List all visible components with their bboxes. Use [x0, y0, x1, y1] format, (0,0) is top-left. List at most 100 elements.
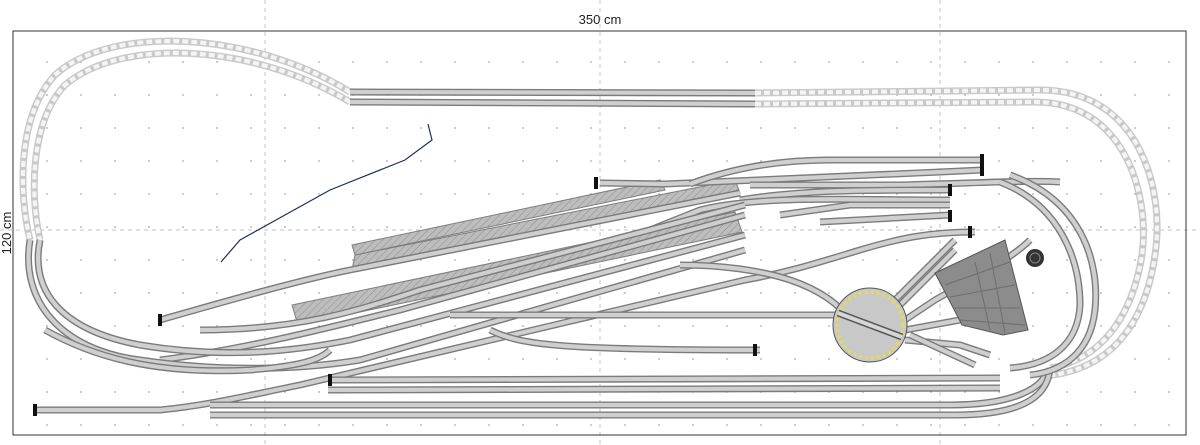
grid-dot	[1100, 325, 1102, 327]
grid-dot	[284, 127, 286, 129]
grid-dot	[182, 292, 184, 294]
turntable-icon[interactable]	[832, 287, 908, 363]
grid-dot	[998, 193, 1000, 195]
grid-dot	[590, 358, 592, 360]
grid-dot	[624, 424, 626, 426]
grid-dot	[1168, 127, 1170, 129]
track-rail	[599, 167, 983, 187]
grid-dot	[1168, 292, 1170, 294]
grid-dot	[488, 292, 490, 294]
grid-dot	[1134, 259, 1136, 261]
grid-dot	[760, 358, 762, 360]
grid-dot	[692, 259, 694, 261]
grid-dot	[624, 259, 626, 261]
buffer-stop-icon	[948, 184, 952, 196]
grid-dot	[250, 424, 252, 426]
grid-dot	[1032, 226, 1034, 228]
grid-dot	[114, 325, 116, 327]
grid-dot	[46, 391, 48, 393]
grid-dot	[624, 292, 626, 294]
grid-dot	[1032, 193, 1034, 195]
grid-dot	[1032, 94, 1034, 96]
baseboard-outline	[12, 30, 1187, 436]
grid-dot	[556, 193, 558, 195]
grid-dot	[148, 127, 150, 129]
grid-dot	[46, 325, 48, 327]
grid-dot	[488, 160, 490, 162]
grid-dot	[488, 358, 490, 360]
grid-dot	[318, 61, 320, 63]
grid-dot	[216, 127, 218, 129]
grid-dot	[624, 61, 626, 63]
grid-dot	[182, 61, 184, 63]
grid-dot	[658, 358, 660, 360]
grid-dot	[590, 424, 592, 426]
grid-dot	[352, 61, 354, 63]
grid-dot	[760, 259, 762, 261]
grid-dot	[760, 325, 762, 327]
buffer-stop-icon	[980, 164, 984, 176]
grid-dot	[216, 226, 218, 228]
grid-dot	[1134, 424, 1136, 426]
grid-dot	[114, 292, 116, 294]
track-rail	[36, 232, 746, 355]
grid-dot	[590, 127, 592, 129]
grid-dot	[828, 127, 830, 129]
grid-dot	[386, 61, 388, 63]
grid-dot	[828, 292, 830, 294]
grid-dot	[1168, 259, 1170, 261]
grid-dot	[828, 61, 830, 63]
grid-dot	[726, 358, 728, 360]
grid-dot	[114, 94, 116, 96]
buffer-stop-icon	[948, 210, 952, 222]
grid-dot	[692, 325, 694, 327]
grid-dot	[794, 259, 796, 261]
buffer-stop-icon	[328, 374, 332, 386]
grid-dot	[556, 127, 558, 129]
grid-dot	[182, 193, 184, 195]
grid-dot	[250, 94, 252, 96]
track-rail	[327, 385, 1001, 393]
grid-dot	[1066, 424, 1068, 426]
hidden-track-right-loop	[754, 86, 1161, 380]
grid-dot	[182, 160, 184, 162]
grid-dot	[114, 259, 116, 261]
grid-dot	[1134, 160, 1136, 162]
grid-dot	[896, 259, 898, 261]
grid-dot	[760, 127, 762, 129]
grid-dot	[998, 424, 1000, 426]
grid-dot	[1134, 358, 1136, 360]
grid-dot	[828, 226, 830, 228]
track-rail	[689, 157, 982, 186]
grid-dot	[522, 193, 524, 195]
grid-dot	[250, 160, 252, 162]
grid-dot	[216, 259, 218, 261]
grid-dot	[760, 61, 762, 63]
grid-dot	[284, 259, 286, 261]
grid-dot	[1066, 226, 1068, 228]
grid-dot	[318, 424, 320, 426]
grid-dot	[930, 292, 932, 294]
grid-dot	[930, 424, 932, 426]
grid-dot	[726, 61, 728, 63]
grid-dot	[692, 424, 694, 426]
grid-dot	[148, 193, 150, 195]
grid-dot	[318, 94, 320, 96]
grid-dot	[964, 127, 966, 129]
grid-dot	[692, 61, 694, 63]
grid-dot	[556, 292, 558, 294]
grid-dot	[148, 292, 150, 294]
grid-dot	[420, 193, 422, 195]
grid-dot	[250, 358, 252, 360]
grid-dot	[1100, 160, 1102, 162]
platform-upper-band	[351, 179, 666, 256]
grid-dot	[794, 424, 796, 426]
grid-dot	[1168, 94, 1170, 96]
grid-dot	[318, 391, 320, 393]
grid-dot	[964, 193, 966, 195]
grid-dot	[658, 61, 660, 63]
grid-dot	[386, 193, 388, 195]
grid-dot	[862, 61, 864, 63]
grid-dot	[216, 292, 218, 294]
